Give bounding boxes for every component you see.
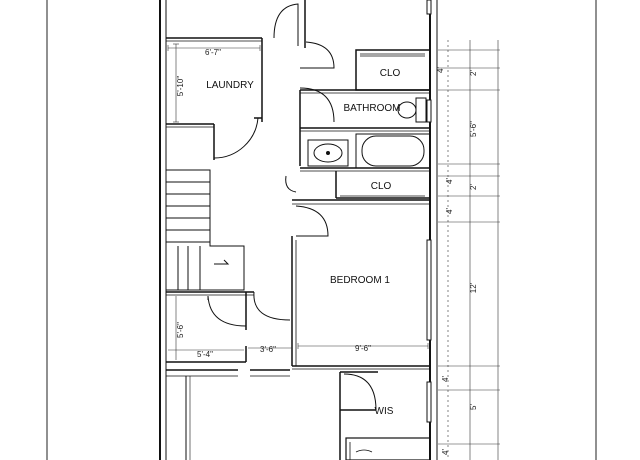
dim-right-bedroom: 12' <box>469 282 478 293</box>
staircase <box>166 169 245 291</box>
bathroom-label: BATHROOM <box>343 103 400 114</box>
laundry-label: LAUNDRY <box>206 80 254 91</box>
dim-right-bottom: 4' <box>441 449 450 455</box>
dim-right-bath: 5'-6" <box>469 121 478 137</box>
bedroom-1 <box>291 199 430 370</box>
dim-right-gap-mid: 2' <box>469 184 478 190</box>
closet-mid <box>285 167 430 199</box>
closet-lower <box>166 291 291 363</box>
dim-right-wis-top: 4' <box>441 376 450 382</box>
closet-mid-label: CLO <box>371 181 392 192</box>
dim-hall-width: 3'-6" <box>260 345 276 354</box>
dim-laundry-depth: 5'-10" <box>176 76 185 97</box>
closet-top-label: CLO <box>380 68 401 79</box>
dim-right-clo-top: 4' <box>436 67 445 73</box>
laundry-room <box>166 37 263 160</box>
dim-bedroom-width: 9'-6" <box>355 344 371 353</box>
wis-label: WIS <box>375 406 394 417</box>
dim-right-clo-mid: 4' <box>445 178 454 184</box>
bathroom <box>299 89 431 169</box>
dim-lower-closet-depth: 5'-6" <box>176 322 185 338</box>
walk-in-storage <box>339 371 431 460</box>
hall-bottom-wall <box>166 369 290 460</box>
dim-right-hall: 4' <box>445 208 454 214</box>
interior-dimension-lines <box>167 43 429 360</box>
exterior-dimension-chain <box>438 40 500 460</box>
dim-lower-closet-width: 5'-4" <box>197 350 213 359</box>
bedroom-label: BEDROOM 1 <box>330 275 390 286</box>
hall-doors <box>273 0 335 123</box>
sheet-border <box>46 0 597 460</box>
dim-right-wis: 5' <box>469 404 478 410</box>
dim-right-gap-top: 2' <box>469 70 478 76</box>
dim-laundry-width: 6'-7" <box>205 48 221 57</box>
